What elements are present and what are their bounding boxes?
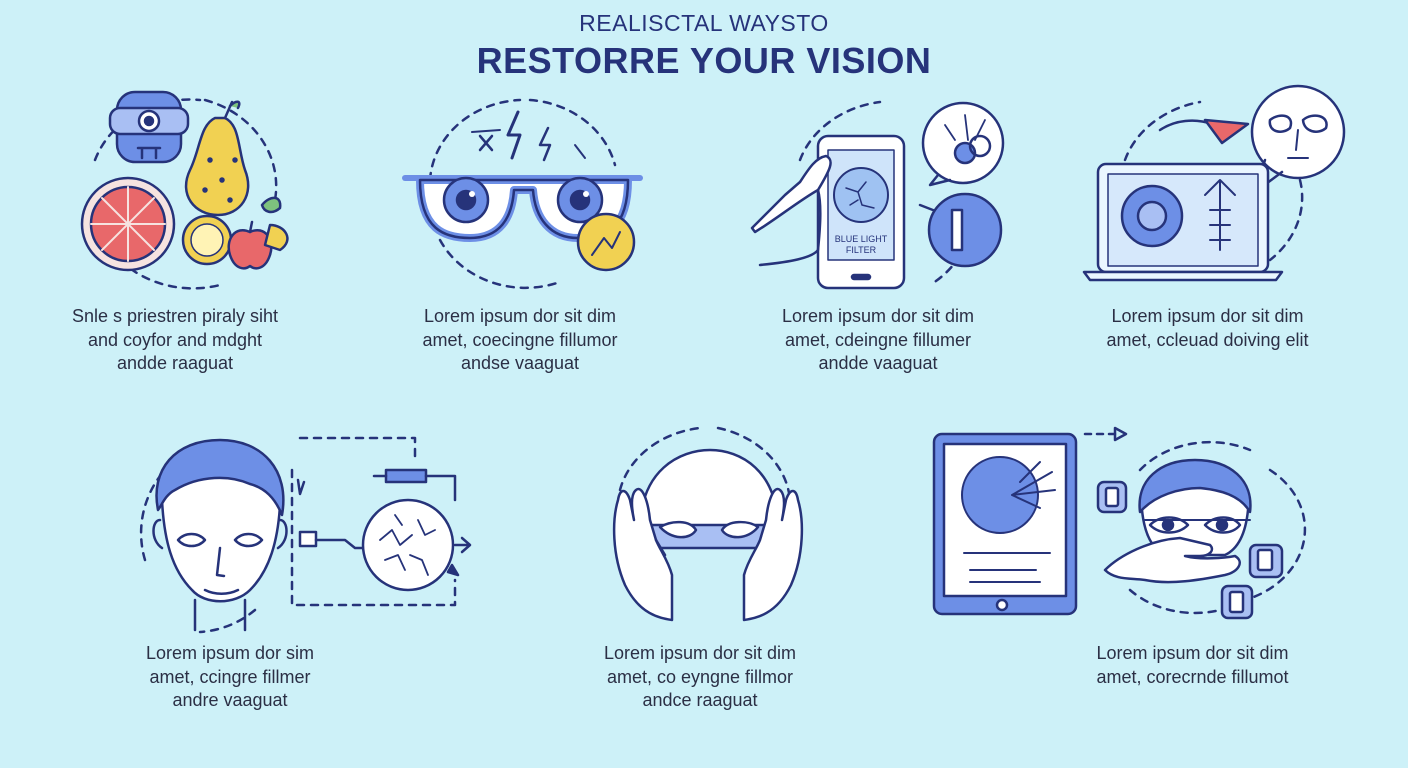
eye-exercise-glasses-illustration (402, 98, 643, 290)
caption-line: amet, corecrnde fillumot (1096, 666, 1289, 687)
caption-panel-4: Lorem ipsum dor sit dim amet, ccleuad do… (1070, 305, 1345, 352)
caption-panel-5: Lorem ipsum dor sim amet, ccingre fillme… (95, 642, 365, 713)
caption-line: andse vaaguat (460, 353, 580, 373)
caption-line: andce raaguat (642, 690, 758, 710)
phone-label-line-1: BLUE LIGHT (835, 234, 888, 244)
caption-line: and coyfor and mdght (87, 329, 263, 350)
caption-panel-2: Lorem ipsum dor sit dim amet, coecingne … (385, 305, 655, 376)
caption-line: Snle s priestren piraly siht (71, 306, 279, 326)
phone-label-line-2: FILTER (846, 245, 877, 255)
caption-line: amet, ccleuad doiving elit (1106, 329, 1309, 350)
caption-line: andde vaaguat (818, 353, 938, 373)
caption-panel-3: Lorem ipsum dor sit dim amet, cdeingne f… (743, 305, 1013, 376)
page-title: RESTORRE YOUR VISION (476, 40, 932, 81)
blue-light-filter-illustration (750, 100, 1005, 290)
caption-line: andre vaaguat (172, 690, 288, 710)
caption-panel-7: Lorem ipsum dor sit dim amet, corecrnde … (1055, 642, 1330, 689)
caption-line: amet, cdeingne fillumer (784, 329, 972, 350)
caption-line: Lorem ipsum dor sit dim (1111, 306, 1304, 326)
caption-line: Lorem ipsum dor sit dim (423, 306, 617, 326)
caption-line: Lorem ipsum dor sit dim (781, 306, 975, 326)
caption-line: Lorem ipsum dor sit dim (603, 643, 797, 663)
caption-line: andde raaguat (116, 353, 234, 373)
caption-line: Lorem ipsum dor sim (145, 643, 315, 663)
caption-panel-1: Snle s priestren piraly siht and coyfor … (40, 305, 310, 376)
caption-line: amet, coecingne fillumor (422, 329, 618, 350)
palming-hands-illustration (612, 426, 804, 622)
caption-line: Lorem ipsum dor sit dim (1096, 643, 1289, 663)
screen-break-laptop-illustration (1082, 84, 1346, 282)
nutrition-illustration (80, 90, 289, 290)
caption-line: amet, co eyngne fillmor (606, 666, 794, 687)
reading-tablet-illustration (932, 426, 1307, 620)
eye-rest-face-illustration (139, 436, 472, 634)
supertitle: REALISCTAL WAYSTO (579, 10, 829, 36)
caption-line: amet, ccingre fillmer (149, 666, 311, 687)
caption-panel-6: Lorem ipsum dor sit dim amet, co eyngne … (565, 642, 835, 713)
